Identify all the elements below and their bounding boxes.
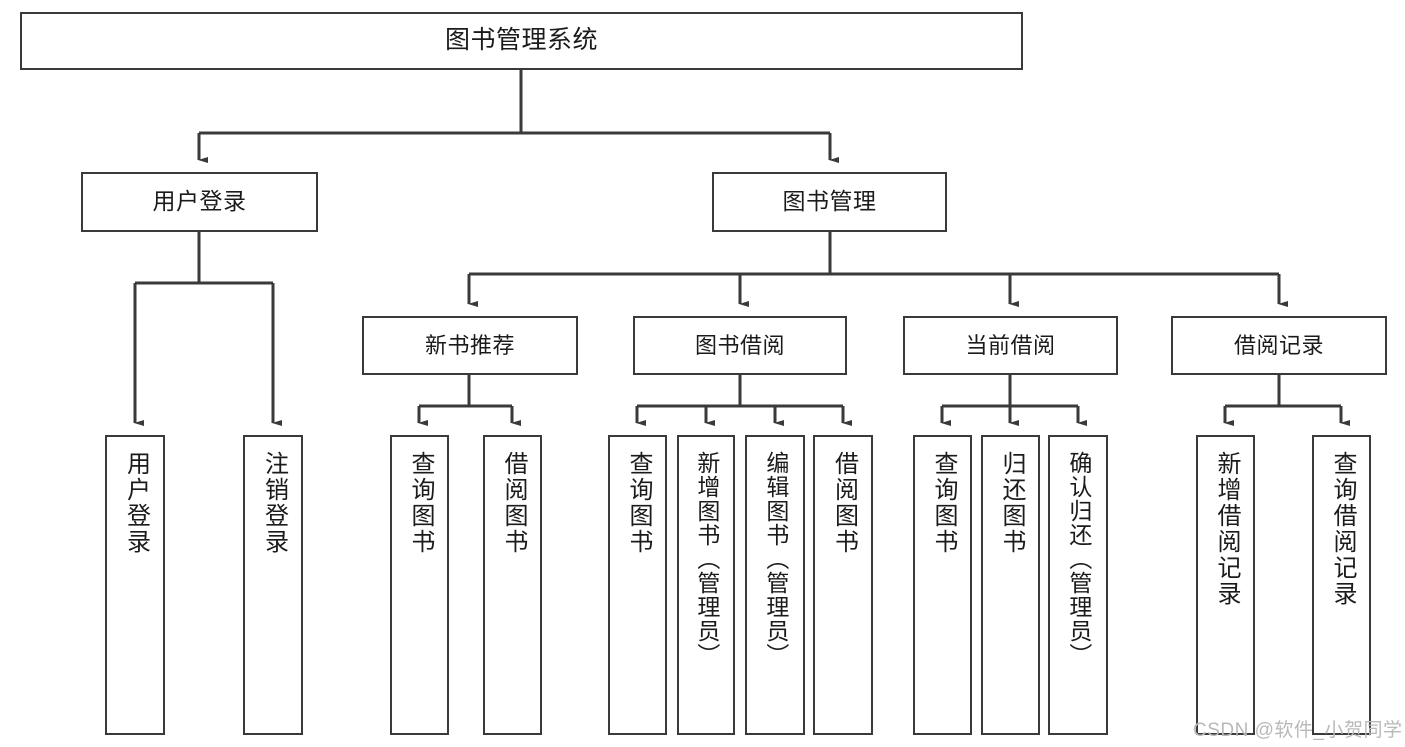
node-query-book-3[interactable]: 查询图书 <box>913 435 972 735</box>
node-borrow-book-1[interactable]: 借阅图书 <box>483 435 542 735</box>
node-query-book-2-label: 查询图书 <box>624 451 652 555</box>
node-user-login-leaf-label: 用户登录 <box>122 451 150 555</box>
node-root[interactable]: 图书管理系统 <box>20 12 1023 70</box>
node-borrow-book-2[interactable]: 借阅图书 <box>813 435 873 735</box>
node-edit-book-admin[interactable]: 编辑图书（管理员） <box>745 435 805 735</box>
node-query-borrow-record-label: 查询借阅记录 <box>1328 451 1356 607</box>
node-new-book-recommend[interactable]: 新书推荐 <box>362 316 578 375</box>
node-book-borrow[interactable]: 图书借阅 <box>633 316 847 375</box>
node-add-borrow-record[interactable]: 新增借阅记录 <box>1196 435 1255 735</box>
node-borrow-book-1-label: 借阅图书 <box>499 451 527 555</box>
node-edit-book-admin-label: 编辑图书（管理员） <box>762 451 789 667</box>
node-user-login-label: 用户登录 <box>152 188 247 215</box>
node-query-book-1-label: 查询图书 <box>406 451 434 555</box>
node-borrow-record-label: 借阅记录 <box>1233 332 1324 358</box>
node-add-borrow-record-label: 新增借阅记录 <box>1212 451 1240 607</box>
node-logout-leaf[interactable]: 注销登录 <box>243 435 303 735</box>
node-query-borrow-record[interactable]: 查询借阅记录 <box>1312 435 1371 735</box>
node-return-book[interactable]: 归还图书 <box>981 435 1040 735</box>
node-add-book-admin[interactable]: 新增图书（管理员） <box>677 435 735 735</box>
node-book-management[interactable]: 图书管理 <box>712 172 947 232</box>
node-root-label: 图书管理系统 <box>444 26 598 55</box>
node-borrow-record[interactable]: 借阅记录 <box>1171 316 1387 375</box>
node-confirm-return-admin-label: 确认归还（管理员） <box>1065 451 1092 667</box>
node-logout-leaf-label: 注销登录 <box>260 451 288 555</box>
node-current-borrow-label: 当前借阅 <box>965 332 1056 358</box>
node-query-book-3-label: 查询图书 <box>929 451 957 555</box>
node-borrow-book-2-label: 借阅图书 <box>830 451 858 555</box>
watermark-text: CSDN @软件_小贺同学 <box>1193 720 1403 741</box>
node-return-book-label: 归还图书 <box>997 451 1025 555</box>
node-book-borrow-label: 图书借阅 <box>694 332 785 358</box>
node-query-book-2[interactable]: 查询图书 <box>608 435 667 735</box>
node-add-book-admin-label: 新增图书（管理员） <box>693 451 720 667</box>
node-query-book-1[interactable]: 查询图书 <box>390 435 449 735</box>
node-book-management-label: 图书管理 <box>782 188 877 215</box>
node-confirm-return-admin[interactable]: 确认归还（管理员） <box>1048 435 1108 735</box>
node-current-borrow[interactable]: 当前借阅 <box>903 316 1118 375</box>
node-user-login[interactable]: 用户登录 <box>81 172 318 232</box>
node-user-login-leaf[interactable]: 用户登录 <box>105 435 165 735</box>
node-new-book-recommend-label: 新书推荐 <box>424 332 515 358</box>
